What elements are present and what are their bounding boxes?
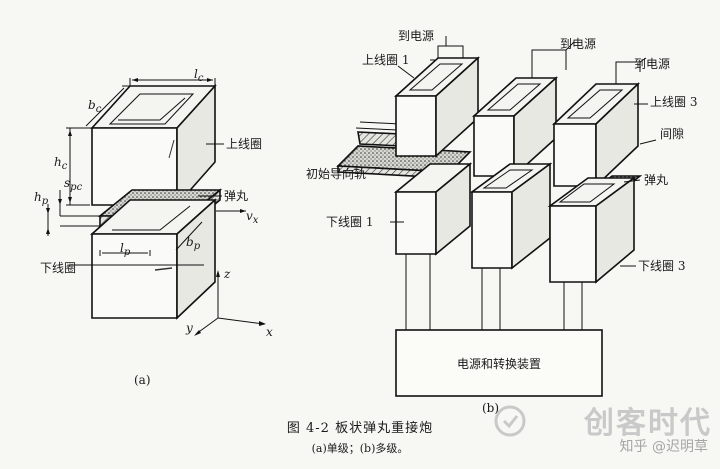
panel-a: lc bc hc hp spc lp bp vx 上线圈 弹丸 下线圈 z x …: [34, 67, 273, 387]
lower-coil-label-a: 下线圈: [40, 261, 76, 275]
gap-label: 间隙: [660, 127, 684, 141]
leader-lines-b: [390, 65, 657, 267]
panel-a-label: (a): [134, 373, 151, 387]
upper-coil-label-a: 上线圈: [226, 137, 262, 151]
power-supply-label: 电源和转换装置: [457, 356, 541, 371]
to-power-label-3: 到电源: [634, 57, 670, 71]
dim-lc-label: lc: [194, 67, 204, 84]
dim-spc-label: spc: [64, 176, 83, 193]
dim-bc-label: bc: [88, 98, 102, 115]
upper-coil-3: [552, 82, 640, 188]
velocity-label: vx: [246, 209, 259, 226]
figure-caption: 图 4-2 板状弹丸重接炮: [286, 421, 434, 436]
dim-hp-label: hp: [34, 190, 49, 207]
power-supply-box: [395, 329, 603, 397]
watermark-logo-icon: [494, 405, 526, 437]
dimension-lines-a: [46, 78, 246, 266]
upper-coil-1-label: 上线圈 1: [362, 53, 409, 67]
panel-b-label: (b): [482, 401, 499, 415]
upper-coil-a: [90, 83, 217, 208]
axis-z-label: z: [223, 267, 231, 281]
axis-y-label: y: [185, 321, 193, 335]
power-leads-bottom: [405, 254, 583, 330]
dim-hc-label: hc: [54, 155, 68, 172]
lower-coil-1: [393, 162, 473, 256]
axes-a: [194, 270, 266, 336]
watermark-brand: 创客时代: [584, 406, 712, 441]
lower-coil-a: [89, 198, 218, 320]
to-power-label-2: 到电源: [560, 37, 596, 51]
guide-rail-label: 初始导向轨: [306, 166, 366, 181]
figure-subcaption: (a)单级；(b)多级。: [311, 442, 409, 455]
lower-coil-3-label: 下线圈 3: [638, 259, 685, 273]
watermark-site: 知乎 @迟明草: [619, 439, 708, 455]
dim-lp-label: lp: [120, 241, 131, 258]
projectile-label-a: 弹丸: [224, 189, 248, 203]
lower-coil-2: [469, 162, 553, 270]
to-power-label-1: 到电源: [398, 29, 434, 43]
dim-bp-label: bp: [186, 235, 201, 252]
lower-coil-1-label: 下线圈 1: [326, 215, 373, 229]
panel-b: 电源和转换装置 到电源 到电源 到电源 上线圈 1 上线圈 3 间隙 弹丸 初始…: [306, 29, 697, 415]
axis-x-label: x: [266, 325, 273, 339]
upper-coil-1: [393, 56, 481, 158]
upper-coil-3-label: 上线圈 3: [650, 95, 697, 109]
upper-coil-2: [471, 76, 559, 178]
lower-coil-3: [547, 176, 637, 284]
projectile-label-b: 弹丸: [644, 173, 668, 187]
